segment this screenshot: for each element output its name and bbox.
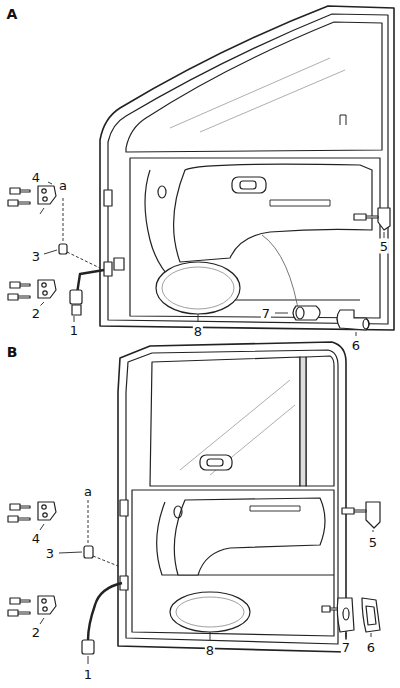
callout-label: 5: [379, 239, 389, 254]
callout-label: 3: [45, 546, 55, 561]
callout-label: 4: [31, 170, 41, 185]
callout-label: 6: [366, 640, 376, 655]
callout-label: 1: [83, 667, 93, 682]
callout-label: 8: [205, 643, 215, 658]
callout-label: 2: [31, 306, 41, 321]
callout-label: 6: [351, 338, 361, 353]
callout-label: 7: [261, 306, 271, 321]
callout-label: 1: [69, 323, 79, 338]
callout-label: 2: [31, 625, 41, 640]
callout-label: 8: [193, 324, 203, 339]
callout-label: a: [58, 178, 68, 193]
callout-label: a: [83, 484, 93, 499]
view-letter: B: [6, 344, 19, 360]
callout-label: 4: [31, 531, 41, 546]
view-letter: A: [6, 6, 19, 22]
callout-label: 3: [31, 249, 41, 264]
callout-label: 5: [368, 535, 378, 550]
callout-label: 7: [341, 640, 351, 655]
